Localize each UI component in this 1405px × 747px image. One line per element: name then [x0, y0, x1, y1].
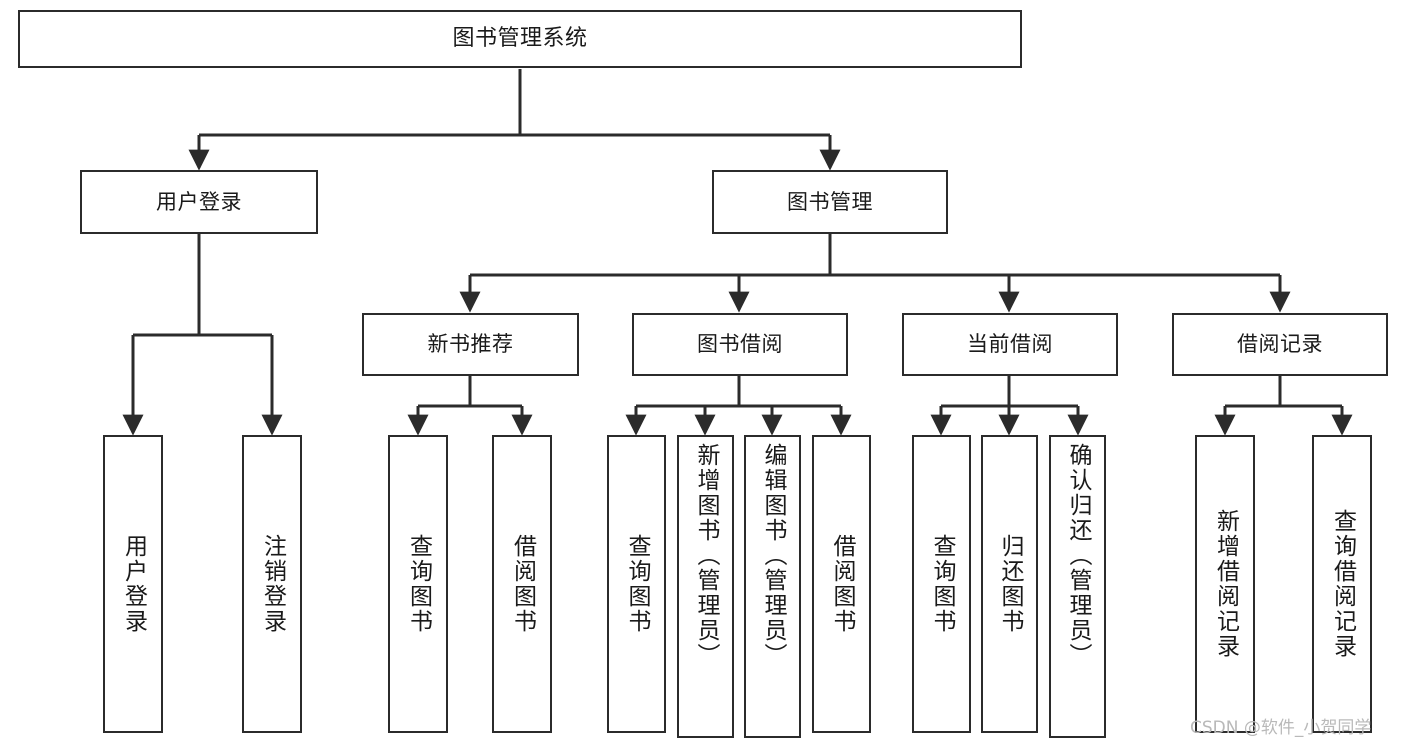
node-label: 查询借阅记录 — [1329, 509, 1356, 659]
node-current-borrow[interactable]: 当前借阅 — [902, 313, 1118, 376]
node-leaf-query-borrow-record[interactable]: 查询借阅记录 — [1312, 435, 1372, 733]
node-label: 借阅图书 — [829, 534, 855, 634]
node-label: 编辑图书（管理员） — [760, 443, 786, 668]
node-label: 图书借阅 — [697, 332, 783, 357]
node-leaf-query-book-rec[interactable]: 查询图书 — [388, 435, 448, 733]
node-label: 查询图书 — [405, 534, 432, 634]
node-new-book-recommend[interactable]: 新书推荐 — [362, 313, 579, 376]
node-label: 借阅图书 — [509, 534, 536, 634]
node-label: 图书管理系统 — [452, 26, 588, 52]
node-leaf-edit-book-admin[interactable]: 编辑图书（管理员） — [744, 435, 801, 738]
node-label: 用户登录 — [120, 534, 147, 634]
node-label: 注销登录 — [259, 534, 286, 634]
node-leaf-confirm-return-admin[interactable]: 确认归还（管理员） — [1049, 435, 1106, 738]
node-leaf-user-login[interactable]: 用户登录 — [103, 435, 163, 733]
node-leaf-logout-login[interactable]: 注销登录 — [242, 435, 302, 733]
node-leaf-query-book-borrow[interactable]: 查询图书 — [607, 435, 666, 733]
node-label: 归还图书 — [997, 534, 1023, 634]
node-label: 查询图书 — [929, 534, 955, 634]
node-label: 新增图书（管理员） — [693, 443, 719, 668]
node-label: 查询图书 — [624, 534, 650, 634]
node-book-borrow[interactable]: 图书借阅 — [632, 313, 848, 376]
node-label: 图书管理 — [787, 189, 873, 214]
node-root-system[interactable]: 图书管理系统 — [18, 10, 1022, 68]
node-leaf-add-borrow-record[interactable]: 新增借阅记录 — [1195, 435, 1255, 733]
node-label: 确认归还（管理员） — [1065, 443, 1091, 668]
node-user-login[interactable]: 用户登录 — [80, 170, 318, 234]
node-label: 当前借阅 — [967, 332, 1053, 357]
node-label: 新书推荐 — [427, 332, 514, 357]
node-leaf-borrow-book[interactable]: 借阅图书 — [812, 435, 871, 733]
node-label: 用户登录 — [156, 189, 242, 214]
csdn-watermark: CSDN @软件_小贺同学 — [1190, 718, 1372, 738]
node-book-manage[interactable]: 图书管理 — [712, 170, 948, 234]
node-leaf-borrow-book-rec[interactable]: 借阅图书 — [492, 435, 552, 733]
node-borrow-record[interactable]: 借阅记录 — [1172, 313, 1388, 376]
node-label: 借阅记录 — [1237, 332, 1323, 357]
node-leaf-add-book-admin[interactable]: 新增图书（管理员） — [677, 435, 734, 738]
node-leaf-return-book[interactable]: 归还图书 — [981, 435, 1038, 733]
node-label: 新增借阅记录 — [1212, 509, 1239, 659]
node-leaf-query-book-current[interactable]: 查询图书 — [912, 435, 971, 733]
